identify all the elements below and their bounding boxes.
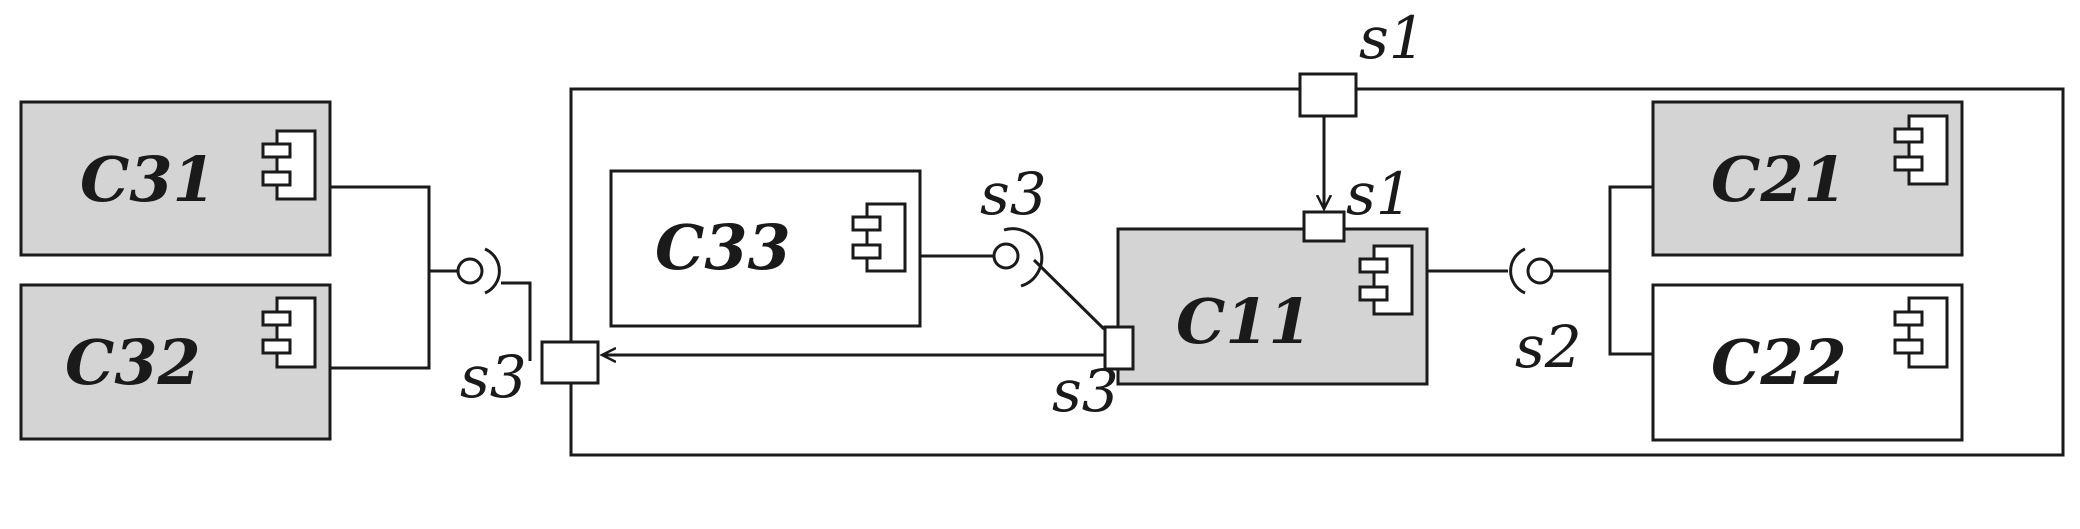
socket-icon [1003,227,1044,288]
lollipop-icon [992,242,1020,270]
c11-label: C11 [1176,285,1312,358]
socket-icon [1509,247,1526,295]
c21-c22-connector [1552,185,1653,356]
s3-c33-label: s3 [980,160,1047,228]
c31-label: C31 [80,143,216,216]
s3-c33-to-c11-connector [1032,258,1106,331]
socket-icon [484,247,501,295]
lollipop-icon [456,257,484,285]
component-c22[interactable] [1651,283,1964,442]
component-c21[interactable] [1651,100,1964,257]
s3-c11-label: s3 [1052,357,1119,425]
c31-c32-connector [330,185,457,370]
lollipop-icon [1526,257,1554,285]
component-icon [1358,244,1414,316]
port-s3-c11[interactable] [1103,325,1135,371]
component-icon [261,296,317,369]
component-c31[interactable] [19,100,332,257]
s2-label: s2 [1515,313,1582,381]
port-s1-inner[interactable] [1302,210,1346,243]
s1-inner-label: s1 [1346,160,1413,228]
c32-label: C32 [65,326,201,399]
c22-label: C22 [1711,326,1847,399]
component-icon [851,202,907,273]
component-c32[interactable] [19,283,332,441]
component-icon [1893,114,1949,186]
port-s3-outer[interactable] [540,340,600,385]
component-icon [261,129,317,201]
c33-label: C33 [655,211,791,284]
c21-label: C21 [1711,143,1847,216]
s1-outer-label: s1 [1359,4,1426,72]
socket-to-s3-connector [501,281,532,361]
component-icon [1893,296,1949,369]
component-c11[interactable] [1116,227,1429,386]
s3-outer-label: s3 [460,343,527,411]
port-s1-outer[interactable] [1298,72,1358,118]
component-c33[interactable] [609,169,922,328]
